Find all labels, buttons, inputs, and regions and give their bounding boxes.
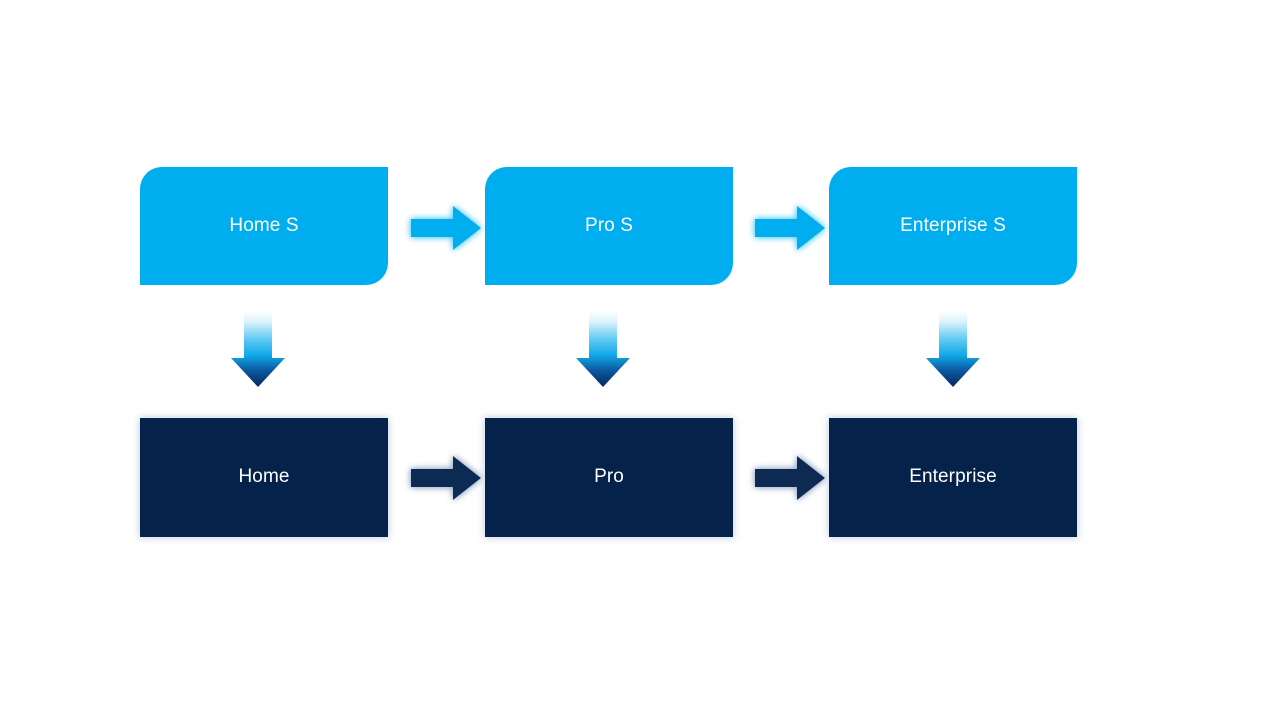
arrow-right-icon xyxy=(411,456,481,500)
connector-pro-to-enterprise xyxy=(753,453,827,503)
arrow-down-icon xyxy=(576,311,630,387)
arrow-right-icon xyxy=(755,456,825,500)
node-label: Home xyxy=(238,466,290,488)
connector-home-to-pro xyxy=(409,453,483,503)
connector-home-s-to-pro-s xyxy=(409,203,483,253)
arrow-right-icon xyxy=(411,206,481,250)
arrow-right-icon xyxy=(755,206,825,250)
node-label: Pro S xyxy=(584,214,634,236)
connector-pro-s-to-enterprise-s xyxy=(753,203,827,253)
node-label: Enterprise xyxy=(909,466,997,488)
node-label: Pro xyxy=(594,466,624,488)
node-home[interactable]: Home xyxy=(140,418,388,537)
connector-home-s-to-home xyxy=(229,311,287,389)
node-home-s[interactable]: Home S xyxy=(140,167,388,285)
node-pro-s[interactable]: Pro S xyxy=(485,167,733,285)
connector-pro-s-to-pro xyxy=(574,311,632,389)
node-enterprise-s[interactable]: Enterprise S xyxy=(829,167,1077,285)
arrow-down-icon xyxy=(926,311,980,387)
node-enterprise[interactable]: Enterprise xyxy=(829,418,1077,537)
node-pro[interactable]: Pro xyxy=(485,418,733,537)
connector-enterprise-s-to-enterprise xyxy=(924,311,982,389)
node-label: Home S xyxy=(229,214,299,236)
node-label: Enterprise S xyxy=(900,214,1006,236)
arrow-down-icon xyxy=(231,311,285,387)
